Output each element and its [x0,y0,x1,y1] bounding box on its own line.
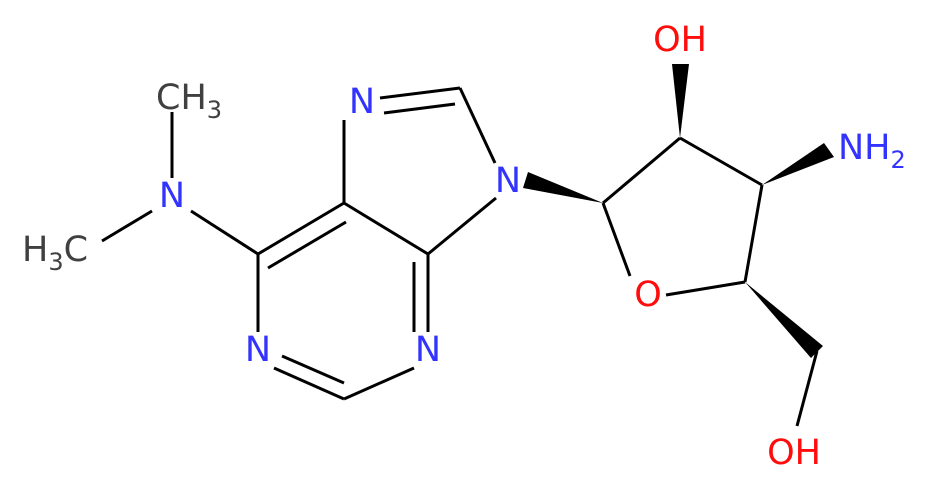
label-n3: N [415,330,441,370]
bond-c8-n9 [458,87,497,164]
label-nh2: NH2 [838,128,906,174]
bond-c2-c3 [679,136,763,187]
label-oh-top: OH [653,20,707,60]
bonds [101,86,819,427]
bond-c2-n1-double [281,354,345,385]
label-ch3-top: CH3 [156,78,222,124]
label-n1: N [245,330,271,370]
bond-c4-o [665,280,746,297]
wedge-c2-oh [672,64,689,138]
wedge-c1-n9 [523,172,603,203]
bond-o-c1 [601,202,632,277]
bond-c6-c5 [257,201,345,256]
bond-n3-c2 [343,366,415,401]
bond-n7-c8-double [383,102,456,115]
label-o-ring: O [634,275,662,315]
bond-n-c6 [190,209,259,256]
label-n9: N [495,161,521,201]
bond-n-ch3-left [101,209,153,243]
bond-c5-c4 [343,201,429,256]
bond-c1-c2 [602,136,681,205]
bond-c6-c5-double [267,220,347,270]
bond-c2-n1 [273,366,345,401]
wedge-c4-ch2 [745,282,823,358]
atom-labels: CH3 H3C N N N N N OH NH2 O OH [22,20,906,473]
wedges [523,64,834,358]
label-h3c-left: H3C [22,230,88,276]
label-oh-bottom: OH [767,433,821,473]
label-n-dimethyl: N [159,176,185,216]
wedge-c3-nh2 [762,143,834,185]
bond-ch2-oh [795,350,819,427]
bond-c3-c4 [743,184,764,283]
bond-n7-c8 [379,86,461,100]
label-n7: N [349,82,375,122]
bond-n9-c4 [427,196,497,256]
